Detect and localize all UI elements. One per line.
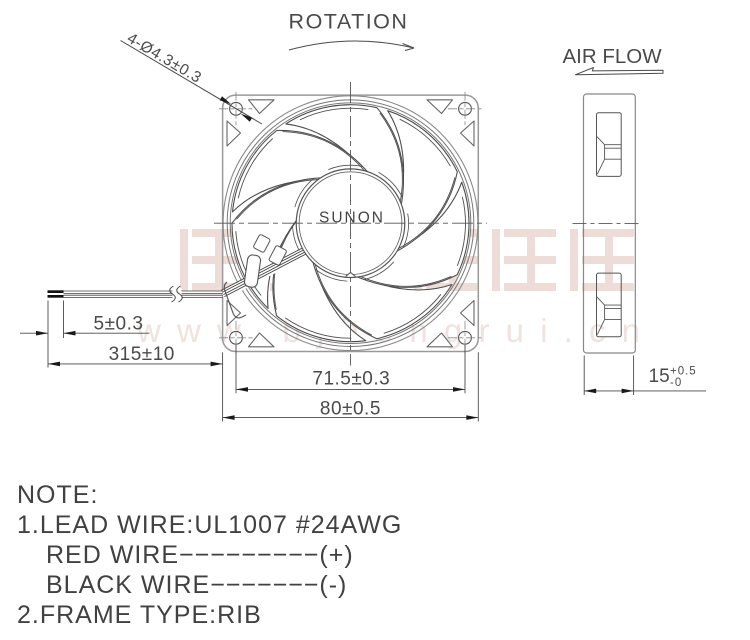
svg-text:71.5±0.3: 71.5±0.3 [312, 368, 390, 389]
svg-text:NOTE:: NOTE: [17, 481, 98, 509]
svg-text:-0: -0 [670, 377, 682, 389]
svg-text:ROTATION: ROTATION [289, 10, 409, 34]
svg-text:315±10: 315±10 [109, 344, 175, 365]
svg-text:1.LEAD WIRE:UL1007 #24AWG: 1.LEAD WIRE:UL1007 #24AWG [17, 511, 402, 539]
svg-text:80±0.5: 80±0.5 [320, 399, 381, 420]
svg-text:15: 15 [649, 366, 670, 387]
svg-text:+0.5: +0.5 [670, 366, 697, 378]
svg-text:2.FRAME TYPE:RIB: 2.FRAME TYPE:RIB [17, 601, 262, 629]
svg-text:SUNON: SUNON [319, 210, 385, 227]
svg-text:AIR FLOW: AIR FLOW [562, 45, 662, 68]
svg-text:5±0.3: 5±0.3 [94, 314, 144, 335]
svg-text:RED WIRE−−−−−−−−−(+): RED WIRE−−−−−−−−−(+) [46, 541, 354, 569]
svg-text:BLACK WIRE−−−−−−−(-): BLACK WIRE−−−−−−−(-) [46, 571, 347, 599]
